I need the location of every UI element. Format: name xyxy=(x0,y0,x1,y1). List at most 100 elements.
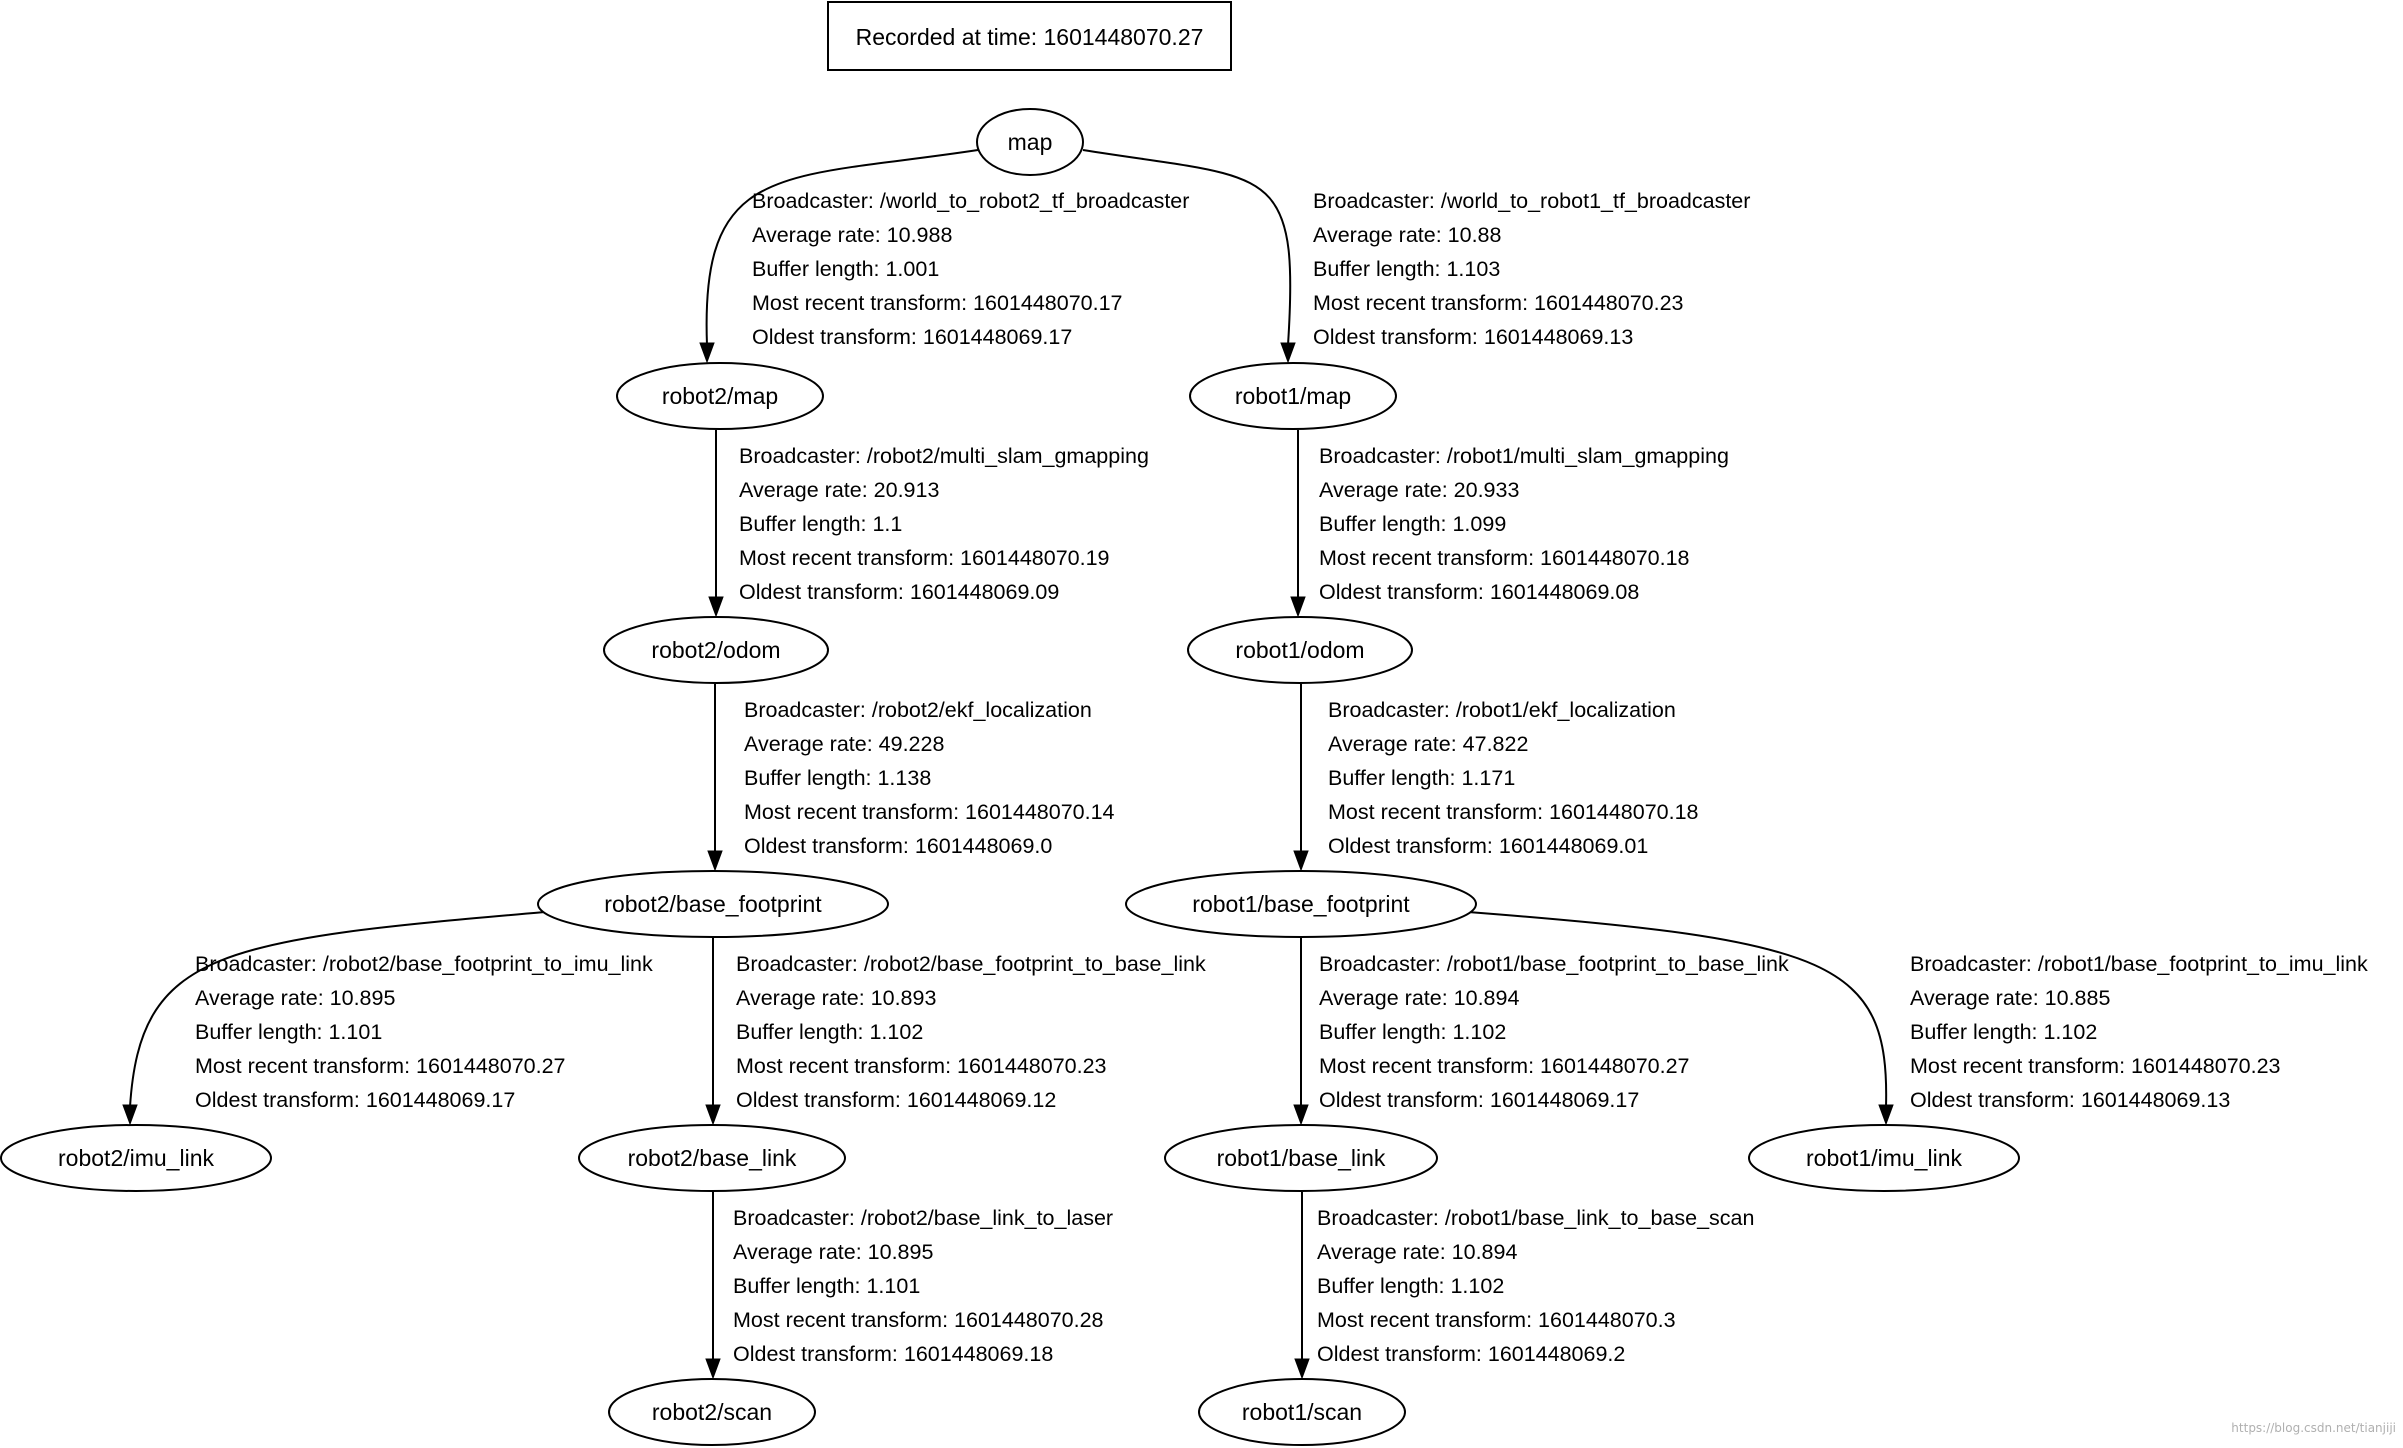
edge-label-line: Oldest transform: 1601448069.09 xyxy=(739,580,1059,604)
frame-node-map: map xyxy=(976,108,1084,176)
edge-label: Broadcaster: /robot2/base_footprint_to_b… xyxy=(736,952,1206,1112)
edge-label-line: Oldest transform: 1601448069.01 xyxy=(1328,834,1648,858)
node-label: robot1/odom xyxy=(1235,637,1364,663)
arrow-head-icon xyxy=(707,850,723,872)
arrow-head-icon xyxy=(705,1104,721,1126)
edge-line xyxy=(129,911,546,1108)
edge-label-line: Broadcaster: /robot2/base_footprint_to_b… xyxy=(736,952,1206,976)
edge-label-line: Broadcaster: /robot2/ekf_localization xyxy=(744,698,1092,722)
edge-label-line: Average rate: 10.894 xyxy=(1317,1240,1517,1264)
frame-node-r2imu: robot2/imu_link xyxy=(0,1124,272,1192)
frame-node-r1bfp: robot1/base_footprint xyxy=(1125,870,1477,938)
edge-label-line: Average rate: 10.893 xyxy=(736,986,936,1010)
edge-label-line: Most recent transform: 1601448070.14 xyxy=(744,800,1115,824)
edge-label-line: Broadcaster: /world_to_robot1_tf_broadca… xyxy=(1313,189,1750,213)
edge-label-line: Most recent transform: 1601448070.23 xyxy=(1313,291,1684,315)
node-ellipse xyxy=(537,870,889,938)
edge-label: Broadcaster: /robot1/base_link_to_base_s… xyxy=(1317,1206,1754,1366)
recorded-time-text: Recorded at time: 1601448070.27 xyxy=(856,24,1204,50)
edge-label-line: Average rate: 20.933 xyxy=(1319,478,1519,502)
node-ellipse xyxy=(1164,1124,1438,1192)
edge-label-line: Oldest transform: 1601448069.12 xyxy=(736,1088,1056,1112)
node-label: map xyxy=(1008,129,1053,155)
edge-line xyxy=(705,149,979,346)
tf-edge: Broadcaster: /robot2/base_footprint_to_i… xyxy=(122,911,653,1126)
edge-label-line: Buffer length: 1.001 xyxy=(752,257,939,281)
edge-label-line: Most recent transform: 1601448070.18 xyxy=(1328,800,1699,824)
nodes-layer: map robot2/map robot1/map robot2/odom robot1… xyxy=(0,108,2020,1446)
tf-edge: Broadcaster: /robot1/multi_slam_gmapping… xyxy=(1290,430,1729,618)
node-label: robot1/base_link xyxy=(1217,1145,1386,1171)
frame-node-r1base: robot1/base_link xyxy=(1164,1124,1438,1192)
edge-label-line: Broadcaster: /robot2/multi_slam_gmapping xyxy=(739,444,1149,468)
node-ellipse xyxy=(976,108,1084,176)
edge-label-line: Oldest transform: 1601448069.17 xyxy=(752,325,1072,349)
edge-label-line: Broadcaster: /robot1/ekf_localization xyxy=(1328,698,1676,722)
arrow-head-icon xyxy=(1280,342,1296,364)
frame-node-r1scan: robot1/scan xyxy=(1198,1378,1406,1446)
node-label: robot2/base_link xyxy=(628,1145,797,1171)
node-ellipse xyxy=(0,1124,272,1192)
edge-label-line: Most recent transform: 1601448070.27 xyxy=(1319,1054,1690,1078)
edge-label: Broadcaster: /robot1/base_footprint_to_b… xyxy=(1319,952,1789,1112)
frame-node-r2base: robot2/base_link xyxy=(578,1124,846,1192)
tf-edge: Broadcaster: /robot2/base_footprint_to_b… xyxy=(705,938,1206,1126)
frame-node-r2map: robot2/map xyxy=(616,362,824,430)
edge-label-line: Buffer length: 1.102 xyxy=(1317,1274,1504,1298)
edge-label-line: Buffer length: 1.138 xyxy=(744,766,931,790)
node-label: robot1/imu_link xyxy=(1806,1145,1962,1171)
arrow-head-icon xyxy=(1293,850,1309,872)
edge-label: Broadcaster: /robot1/base_footprint_to_i… xyxy=(1910,952,2368,1112)
tf-edge: Broadcaster: /robot1/base_footprint_to_i… xyxy=(1467,911,2368,1126)
node-ellipse xyxy=(1125,870,1477,938)
edge-label-line: Oldest transform: 1601448069.08 xyxy=(1319,580,1639,604)
edge-label-line: Buffer length: 1.102 xyxy=(1910,1020,2097,1044)
edge-label-line: Average rate: 10.895 xyxy=(733,1240,933,1264)
edge-label-line: Average rate: 10.895 xyxy=(195,986,395,1010)
edge-label-line: Average rate: 47.822 xyxy=(1328,732,1528,756)
node-label: robot2/imu_link xyxy=(58,1145,214,1171)
edge-label-line: Buffer length: 1.101 xyxy=(733,1274,920,1298)
arrow-head-icon xyxy=(1293,1104,1309,1126)
tf-edge: Broadcaster: /robot1/base_footprint_to_b… xyxy=(1293,938,1789,1126)
edge-label-line: Broadcaster: /robot2/base_footprint_to_i… xyxy=(195,952,653,976)
edge-label-line: Broadcaster: /robot2/base_link_to_laser xyxy=(733,1206,1113,1230)
tf-edge: Broadcaster: /robot1/base_link_to_base_s… xyxy=(1294,1192,1754,1380)
edge-label: Broadcaster: /world_to_robot1_tf_broadca… xyxy=(1313,189,1750,349)
node-label: robot1/base_footprint xyxy=(1192,891,1410,917)
edge-label-line: Average rate: 10.885 xyxy=(1910,986,2110,1010)
edge-label-line: Most recent transform: 1601448070.23 xyxy=(1910,1054,2281,1078)
edge-label-line: Most recent transform: 1601448070.17 xyxy=(752,291,1123,315)
tf-edge: Broadcaster: /robot2/multi_slam_gmapping… xyxy=(708,430,1149,618)
edge-label-line: Buffer length: 1.103 xyxy=(1313,257,1500,281)
edge-label: Broadcaster: /robot2/base_footprint_to_i… xyxy=(195,952,653,1112)
frame-node-r2scan: robot2/scan xyxy=(608,1378,816,1446)
edge-label-line: Broadcaster: /world_to_robot2_tf_broadca… xyxy=(752,189,1189,213)
arrow-head-icon xyxy=(1878,1104,1894,1126)
arrow-head-icon xyxy=(699,342,715,364)
edge-label: Broadcaster: /robot2/multi_slam_gmapping… xyxy=(739,444,1149,604)
arrow-head-icon xyxy=(705,1358,721,1380)
frame-node-r1imu: robot1/imu_link xyxy=(1748,1124,2020,1192)
edge-label-line: Oldest transform: 1601448069.0 xyxy=(744,834,1052,858)
node-ellipse xyxy=(608,1378,816,1446)
edge-label-line: Buffer length: 1.171 xyxy=(1328,766,1515,790)
tf-edge: Broadcaster: /world_to_robot1_tf_broadca… xyxy=(1082,149,1750,364)
node-ellipse xyxy=(1189,362,1397,430)
node-ellipse xyxy=(603,616,829,684)
node-label: robot2/scan xyxy=(652,1399,772,1425)
edge-label-line: Most recent transform: 1601448070.18 xyxy=(1319,546,1690,570)
node-ellipse xyxy=(1748,1124,2020,1192)
edge-label-line: Broadcaster: /robot1/multi_slam_gmapping xyxy=(1319,444,1729,468)
edge-label-line: Most recent transform: 1601448070.3 xyxy=(1317,1308,1676,1332)
edge-label-line: Broadcaster: /robot1/base_footprint_to_b… xyxy=(1319,952,1789,976)
node-label: robot2/odom xyxy=(651,637,780,663)
node-label: robot1/map xyxy=(1235,383,1351,409)
edge-label-line: Buffer length: 1.099 xyxy=(1319,512,1506,536)
node-ellipse xyxy=(1187,616,1413,684)
